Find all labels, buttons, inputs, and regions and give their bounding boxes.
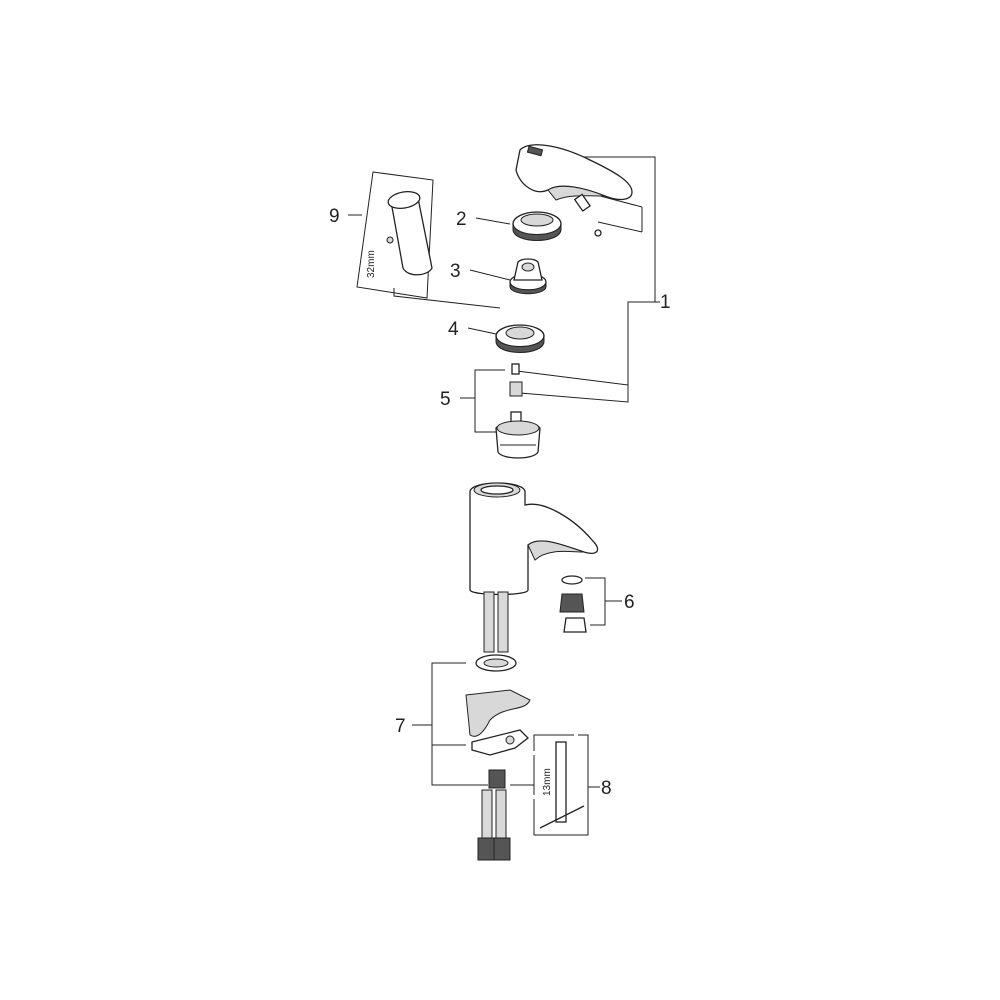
dimension-32mm: 32mm: [366, 250, 377, 278]
callout-8: 8: [601, 778, 612, 799]
callout-4: 4: [448, 319, 459, 340]
faucet-body: [469, 482, 599, 596]
part-3-adapter: [509, 258, 547, 295]
callout-9: 9: [329, 206, 340, 227]
part-4-nut: [495, 324, 545, 353]
part-7-mounting-kit: [412, 654, 534, 789]
part-8-wrench-13mm: [533, 734, 600, 836]
lever-handle: [515, 144, 633, 237]
dimension-13mm: 13mm: [542, 768, 553, 796]
part-5-cartridge: [495, 363, 541, 459]
part-6-aerator: [559, 575, 622, 633]
part-2-cover-cap: [512, 211, 562, 241]
callout-3: 3: [450, 261, 461, 282]
leader-lines: [460, 217, 511, 433]
callout-5: 5: [440, 389, 451, 410]
supply-hoses: [477, 591, 511, 861]
callout-7: 7: [395, 716, 406, 737]
callout-2: 2: [456, 209, 467, 230]
callout-6: 6: [624, 592, 635, 613]
part-9-socket-32mm: [348, 171, 501, 309]
callout-1: 1: [660, 292, 671, 313]
